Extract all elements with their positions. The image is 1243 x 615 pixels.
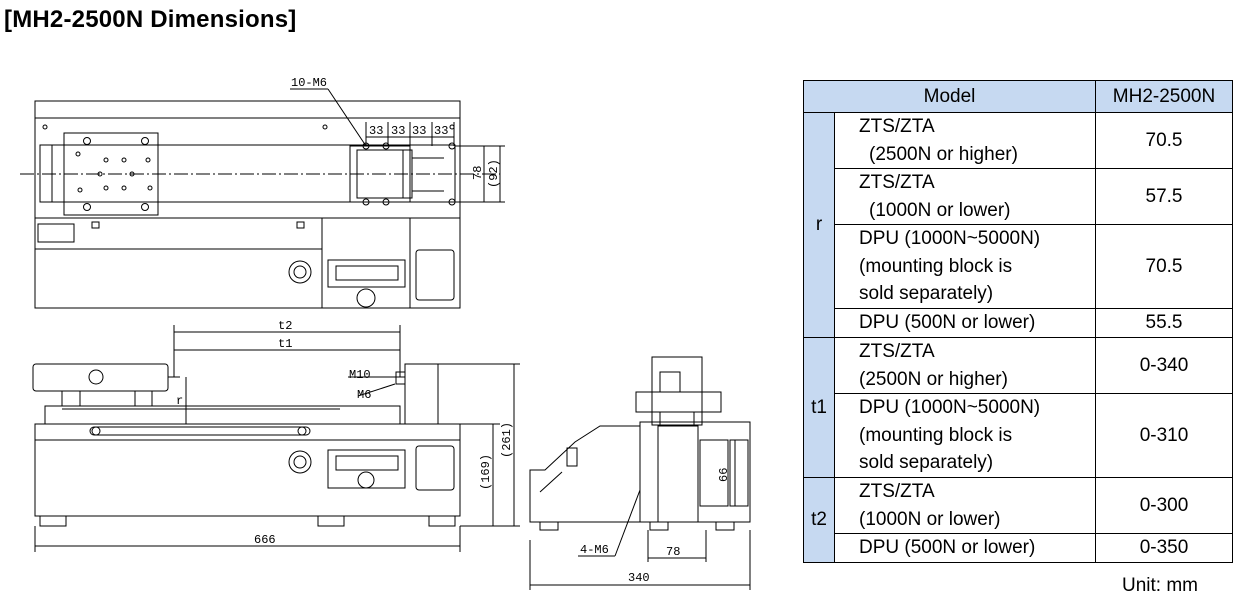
label-t2: t2: [278, 319, 292, 333]
label-pitch-1: 33: [369, 124, 383, 138]
label-92-top: (92): [487, 159, 501, 188]
label-pitch-2: 33: [391, 124, 405, 138]
label-169: (169): [479, 454, 493, 490]
label-261: (261): [500, 422, 514, 458]
label-r: r: [176, 394, 183, 408]
side-view-body: [529, 425, 641, 523]
unit-note: Unit: mm: [1122, 575, 1198, 596]
row-desc: DPU (500N or lower): [834, 533, 1096, 563]
label-pitch-4: 33: [434, 124, 448, 138]
label-m6: M6: [357, 388, 371, 402]
table-row: t2 ZTS/ZTA (1000N or lower) 0-300: [803, 477, 1233, 563]
header-mh2-2500n: MH2-2500N: [1095, 80, 1233, 113]
spec-table: Model MH2-2500N r ZTS/ZTA (2500N or high…: [803, 80, 1233, 563]
table-header-row: Model MH2-2500N: [803, 80, 1233, 113]
label-m10: M10: [349, 368, 371, 382]
label-78-top: 78: [471, 166, 485, 180]
table-row: t1 ZTS/ZTA (2500N or higher) 0-340: [803, 337, 1233, 478]
row-desc: ZTS/ZTA (1000N or lower): [834, 168, 1096, 225]
label-4-m6: 4-M6: [580, 543, 609, 557]
row-value: 57.5: [1095, 168, 1233, 225]
row-desc: ZTS/ZTA (2500N or higher): [834, 112, 1096, 169]
table-row: DPU (500N or lower) 0-350: [804, 533, 1233, 563]
dimension-drawing: 10-M6 33 33 33 33 78 (92) t2 t1 M10 M6 r…: [20, 76, 751, 590]
table-row: DPU (1000N~5000N) (mounting block is sol…: [804, 224, 1233, 309]
row-desc: ZTS/ZTA (1000N or lower): [834, 477, 1096, 534]
row-value: 0-340: [1095, 337, 1233, 394]
row-value: 70.5: [1095, 112, 1233, 169]
row-value: 0-350: [1095, 533, 1233, 563]
param-t2: t2: [803, 477, 835, 563]
row-desc: DPU (500N or lower): [834, 308, 1096, 338]
row-desc: ZTS/ZTA (2500N or higher): [834, 337, 1096, 394]
table-row: DPU (500N or lower) 55.5: [804, 308, 1233, 338]
table-row: r ZTS/ZTA (2500N or higher) 70.5: [803, 112, 1233, 338]
header-model: Model: [803, 80, 1096, 113]
row-value: 0-300: [1095, 477, 1233, 534]
label-t1: t1: [278, 337, 292, 351]
row-desc: DPU (1000N~5000N) (mounting block is sol…: [834, 224, 1096, 309]
param-t1: t1: [803, 337, 835, 478]
label-10-m6: 10-M6: [291, 76, 327, 90]
top-view-body: [34, 100, 461, 309]
row-desc: DPU (1000N~5000N) (mounting block is sol…: [834, 393, 1096, 478]
top-view-plate: [63, 132, 159, 216]
label-340: 340: [628, 571, 650, 585]
label-pitch-3: 33: [412, 124, 426, 138]
table-row: DPU (1000N~5000N) (mounting block is sol…: [804, 393, 1233, 478]
table-row: ZTS/ZTA (1000N or lower) 57.5: [804, 168, 1233, 225]
page-title: [MH2-2500N Dimensions]: [4, 6, 297, 33]
label-666: 666: [254, 533, 276, 547]
front-view-load-cell: [32, 363, 169, 392]
row-value: 70.5: [1095, 224, 1233, 309]
row-value: 55.5: [1095, 308, 1233, 338]
top-view-mount-block: [349, 145, 411, 203]
label-66: 66: [717, 468, 731, 482]
label-78-side: 78: [666, 545, 680, 559]
row-value: 0-310: [1095, 393, 1233, 478]
param-r: r: [803, 112, 835, 338]
